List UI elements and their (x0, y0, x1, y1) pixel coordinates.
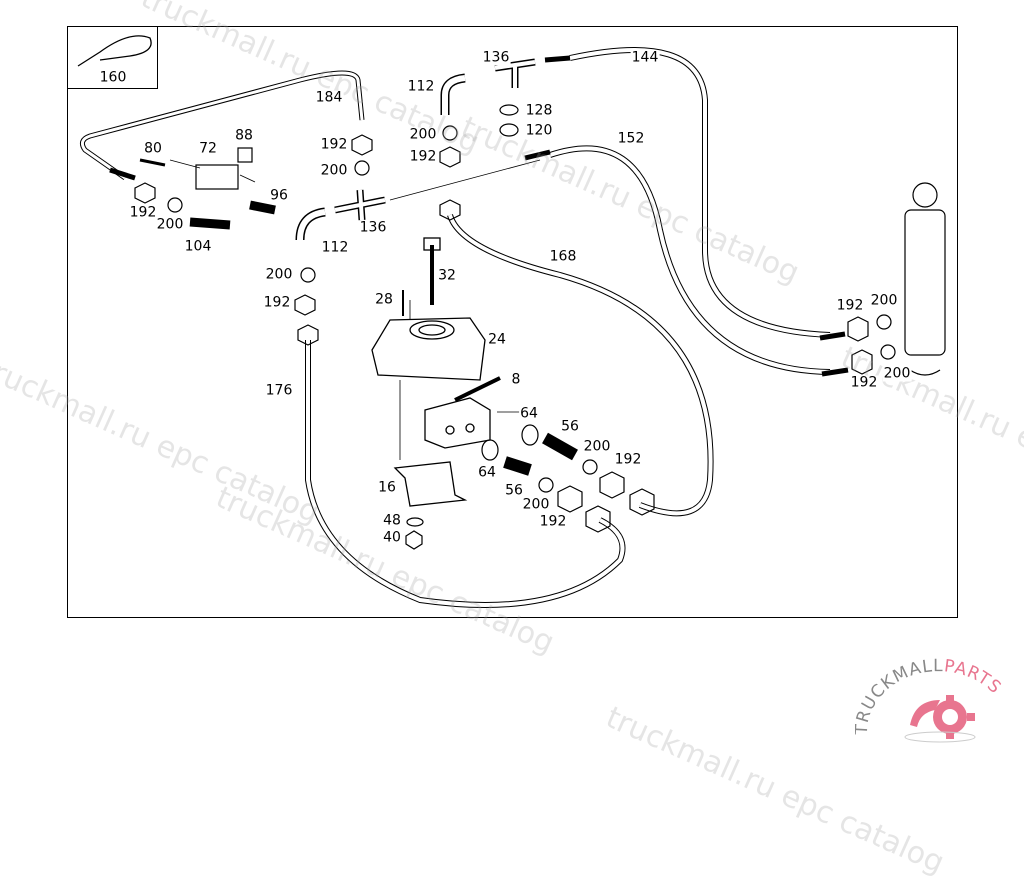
callout-label: 72 (198, 140, 218, 157)
callout-label: 56 (504, 482, 524, 499)
callout-label: 112 (406, 78, 436, 95)
inset-box-160 (67, 26, 158, 89)
callout-label: 200 (869, 292, 899, 309)
callout-label: 200 (264, 266, 294, 283)
valve-8 (424, 376, 501, 449)
callout-label: 200 (408, 126, 438, 143)
callout-label: 88 (234, 127, 254, 144)
callout-label: 40 (382, 529, 402, 546)
callout-label: 192 (262, 294, 292, 311)
callout-label: 64 (477, 464, 497, 481)
gear-icon (910, 695, 975, 739)
callout-label: 56 (560, 418, 580, 435)
callout-label: 136 (481, 49, 511, 66)
callout-label: 80 (143, 140, 163, 157)
callout-label: 168 (548, 248, 578, 265)
callout-label: 24 (487, 331, 507, 348)
callout-label: 120 (524, 122, 554, 139)
callout-label: 152 (616, 130, 646, 147)
diagram-frame (67, 26, 958, 618)
callout-label: 144 (630, 49, 660, 66)
bracket-24 (371, 317, 486, 381)
callout-label: 136 (358, 219, 388, 236)
callout-label: 200 (521, 496, 551, 513)
logo-text: TRUCKMALL (855, 656, 944, 736)
bracket-16 (393, 461, 468, 507)
callout-label: 192 (408, 148, 438, 165)
callout-label: 200 (582, 438, 612, 455)
callout-label: 128 (524, 102, 554, 119)
callout-label: 160 (98, 69, 128, 86)
cable-clamp-icon (77, 35, 152, 67)
callout-label: 32 (437, 267, 457, 284)
callout-label: 8 (510, 371, 522, 388)
callout-label: 200 (882, 365, 912, 382)
callout-label: 192 (538, 513, 568, 530)
callout-label: 16 (377, 479, 397, 496)
shock-absorber (904, 182, 946, 376)
callout-label: 200 (319, 162, 349, 179)
callout-label: 104 (183, 238, 213, 255)
svg-text:TRUCKMALLPARTS: TRUCKMALLPARTS (855, 656, 1005, 736)
callout-label: 176 (264, 382, 294, 399)
callout-label: 48 (382, 512, 402, 529)
callout-label: 96 (269, 187, 289, 204)
callout-label: 192 (319, 136, 349, 153)
logo-text-accent: PARTS (943, 656, 1005, 698)
callout-label: 192 (835, 297, 865, 314)
callout-label: 112 (320, 239, 350, 256)
callout-label: 192 (849, 374, 879, 391)
callout-label: 64 (519, 405, 539, 422)
callout-label: 28 (374, 291, 394, 308)
callout-label: 200 (155, 216, 185, 233)
fittings (109, 55, 896, 550)
truckmall-parts-logo: TRUCKMALLPARTS (852, 655, 1020, 747)
callout-label: 192 (613, 451, 643, 468)
parts-drawing (77, 35, 946, 608)
callout-label: 184 (314, 89, 344, 106)
callout-label: 192 (128, 204, 158, 221)
